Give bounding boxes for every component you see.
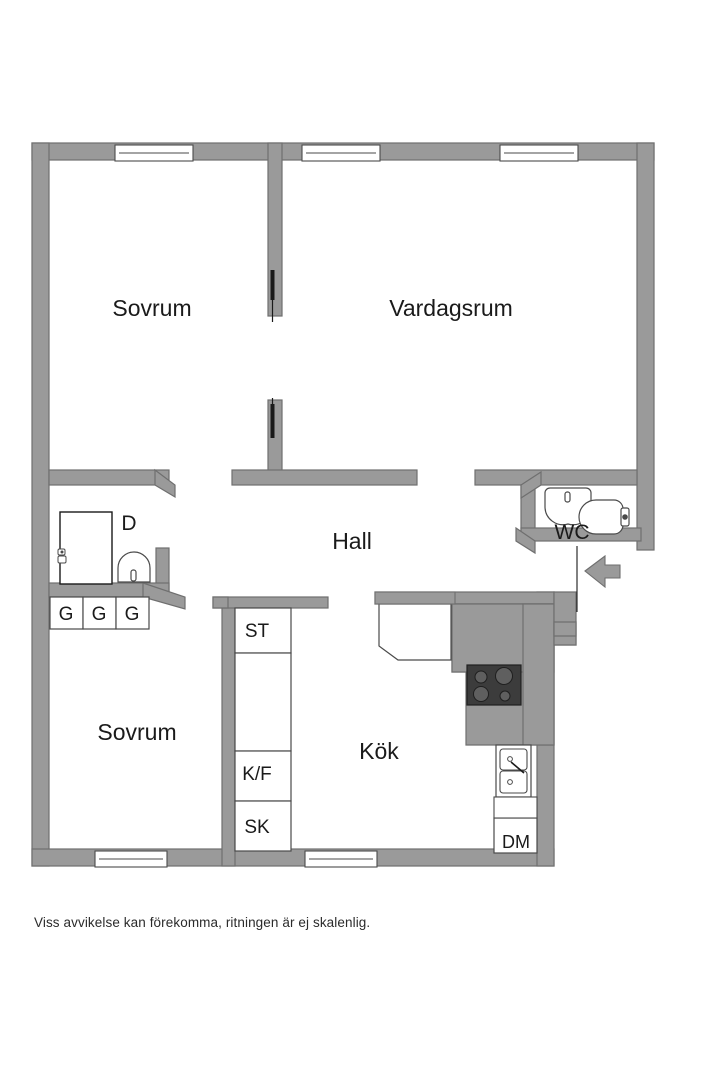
- wardrobe-group: [49, 596, 150, 630]
- shower-enclosure: [59, 511, 113, 585]
- fixture-label-fridge-freezer: K/F: [242, 764, 272, 785]
- wall-hall-ceiling: [231, 469, 418, 486]
- kitchen-sink-icon: [495, 744, 532, 798]
- room-label-kok: Kök: [359, 738, 399, 764]
- window-bottom-1: [94, 850, 168, 868]
- kitchen-worktop-angled: [378, 603, 452, 661]
- fixture-label-wardrobe-2: G: [92, 604, 107, 625]
- wall-exterior-right-upper: [636, 142, 655, 551]
- wc-fixtures: [544, 487, 630, 535]
- fixture-label-wardrobe-1: G: [59, 604, 74, 625]
- room-label-wc: WC: [555, 521, 590, 544]
- wardrobe-box-2: [82, 596, 117, 630]
- kitchen-worktop-cap: [374, 591, 456, 605]
- wall-wc-upper-jamb: [520, 470, 542, 500]
- plan-disclaimer: Viss avvikelse kan förekomma, ritningen …: [34, 915, 371, 930]
- room-label-group: Sovrum Vardagsrum Hall Sovrum Kök WC: [97, 295, 589, 764]
- fixture-label-laundry: D: [121, 512, 136, 535]
- wall-storage-column-cap: [212, 596, 329, 609]
- kitchen-fixtures: [374, 591, 538, 854]
- fixture-label-storage: ST: [245, 621, 270, 642]
- room-label-hall: Hall: [332, 528, 372, 554]
- wall-partition-bedroom-living: [267, 142, 283, 317]
- wall-wardrobe-shelf: [142, 582, 186, 610]
- window-top-1: [114, 144, 194, 162]
- wall-entry-threshold: [553, 621, 577, 637]
- room-label-sovrum-bottom: Sovrum: [97, 719, 176, 745]
- window-top-2: [301, 144, 381, 162]
- wall-kitchen-column-left: [221, 599, 236, 867]
- wall-below-living: [474, 469, 638, 486]
- storage-box-middle: [234, 652, 292, 752]
- fixture-label-closet: SK: [244, 817, 270, 838]
- wall-below-bedroom-top: [48, 469, 170, 486]
- entrance-arrow-icon: [584, 554, 621, 589]
- wall-stub-bedroom-top: [154, 468, 176, 499]
- window-top-3: [499, 144, 579, 162]
- fixture-label-wardrobe-3: G: [125, 604, 140, 625]
- room-label-vardagsrum: Vardagsrum: [389, 295, 513, 321]
- window-bottom-2: [304, 850, 378, 868]
- wardrobe-box-3: [115, 596, 150, 630]
- fixture-label-group: D G G G ST K/F SK DM: [59, 512, 530, 852]
- storage-box-st: [234, 607, 292, 654]
- wall-storage-cap-jog: [212, 596, 229, 609]
- kitchen-counter-right: [522, 603, 555, 746]
- wall-wc-door-jamb: [515, 526, 536, 555]
- wall-exterior-left: [31, 142, 50, 867]
- window-group: [94, 144, 579, 868]
- shower-tap-icon: [57, 548, 67, 564]
- stove-icon: [466, 664, 522, 706]
- fixture-label-dishwasher: DM: [502, 832, 530, 852]
- wc-toilet-icon: [578, 499, 630, 535]
- wall-partition-bedroom-living-lower: [267, 399, 283, 476]
- storage-box-sk: [234, 800, 292, 852]
- storage-column-group: [234, 607, 292, 852]
- wall-entrance-jog: [553, 591, 577, 646]
- laundry-fixtures: [57, 511, 151, 585]
- room-label-sovrum-top: Sovrum: [112, 295, 191, 321]
- dishwasher-box: [493, 817, 538, 854]
- laundry-sink-icon: [117, 551, 151, 583]
- kitchen-counter-gap: [493, 796, 538, 819]
